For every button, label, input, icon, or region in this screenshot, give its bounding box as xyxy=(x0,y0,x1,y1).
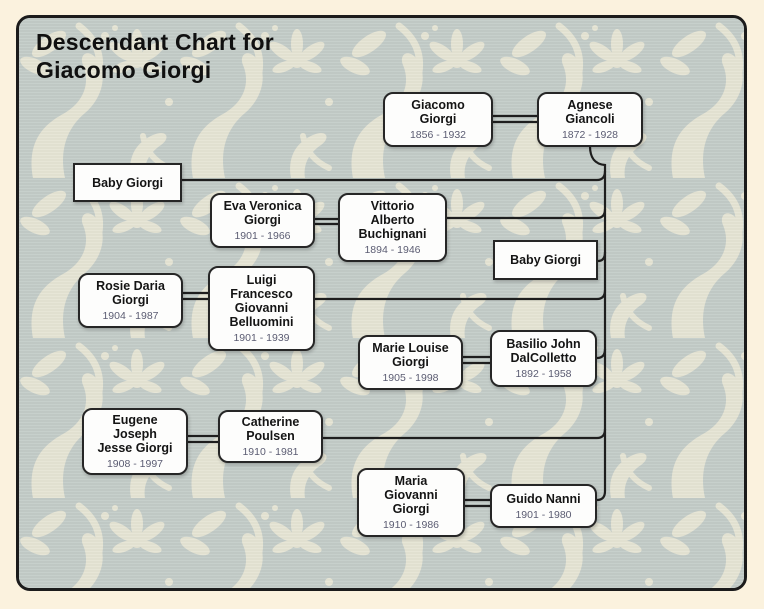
marriage-line-giacomo-agnese xyxy=(489,114,541,124)
person-name: Rosie Daria Giorgi xyxy=(96,279,165,307)
person-dates: 1901 - 1966 xyxy=(234,230,291,242)
person-box-eva-veronica-giorgi[interactable]: Eva Veronica Giorgi 1901 - 1966 xyxy=(210,193,315,248)
person-box-rosie-daria-giorgi[interactable]: Rosie Daria Giorgi 1904 - 1987 xyxy=(78,273,183,328)
person-name: Eugene Joseph Jesse Giorgi xyxy=(97,413,173,455)
person-box-luigi-francesco-giovanni-belluomini[interactable]: Luigi Francesco Giovanni Belluomini 1901… xyxy=(208,266,315,351)
person-dates: 1908 - 1997 xyxy=(106,458,164,470)
child-branch-line-rosie xyxy=(315,289,607,301)
person-box-basilio-john-dalcolletto[interactable]: Basilio John DalColletto 1892 - 1958 xyxy=(490,330,597,387)
person-name: Baby Giorgi xyxy=(510,253,581,267)
person-box-marie-louise-giorgi[interactable]: Marie Louise Giorgi 1905 - 1998 xyxy=(358,335,463,390)
child-branch-line-marie xyxy=(596,348,607,360)
person-box-vittorio-alberto-buchignani[interactable]: Vittorio Alberto Buchignani 1894 - 1946 xyxy=(338,193,447,262)
person-dates: 1910 - 1986 xyxy=(382,519,440,531)
person-box-eugene-joseph-jesse-giorgi[interactable]: Eugene Joseph Jesse Giorgi 1908 - 1997 xyxy=(82,408,188,475)
child-branch-line-maria xyxy=(596,490,607,502)
person-dates: 1910 - 1981 xyxy=(242,446,299,458)
person-name: Basilio John DalColletto xyxy=(506,337,581,365)
person-dates: 1892 - 1958 xyxy=(515,368,572,380)
person-name: Eva Veronica Giorgi xyxy=(223,199,302,227)
parent-drop-trunk-line xyxy=(588,145,607,491)
person-dates: 1901 - 1980 xyxy=(515,508,572,521)
marriage-line-maria-guido xyxy=(463,498,492,508)
person-name: Agnese Giancoli xyxy=(565,98,615,126)
child-branch-line-eugene xyxy=(323,428,607,440)
person-name: Luigi Francesco Giovanni Belluomini xyxy=(229,273,294,329)
child-branch-line-baby1 xyxy=(182,170,607,182)
person-box-guido-nanni[interactable]: Guido Nanni 1901 - 1980 xyxy=(490,484,597,528)
marriage-line-rosie-luigi xyxy=(181,291,212,301)
child-branch-line-eva xyxy=(447,208,607,220)
child-branch-line-baby2 xyxy=(597,251,607,263)
marriage-line-eugene-catherine xyxy=(186,434,220,444)
marriage-line-eva-vittorio xyxy=(313,217,340,226)
person-name: Vittorio Alberto Buchignani xyxy=(358,199,427,241)
person-dates: 1856 - 1932 xyxy=(409,129,467,141)
person-name: Maria Giovanni Giorgi xyxy=(384,474,438,516)
person-box-giacomo-giorgi[interactable]: Giacomo Giorgi 1856 - 1932 xyxy=(383,92,493,147)
person-box-agnese-giancoli[interactable]: Agnese Giancoli 1872 - 1928 xyxy=(537,92,643,147)
person-name: Baby Giorgi xyxy=(92,175,163,190)
person-box-catherine-poulsen[interactable]: Catherine Poulsen 1910 - 1981 xyxy=(218,410,323,463)
marriage-line-marie-basilio xyxy=(461,355,492,365)
person-dates: 1901 - 1939 xyxy=(233,332,290,344)
person-box-baby-giorgi-1[interactable]: Baby Giorgi xyxy=(73,163,182,202)
person-box-baby-giorgi-2[interactable]: Baby Giorgi xyxy=(493,240,598,280)
person-dates: 1904 - 1987 xyxy=(102,310,159,322)
person-dates: 1872 - 1928 xyxy=(561,129,619,141)
person-name: Giacomo Giorgi xyxy=(411,98,465,126)
person-name: Marie Louise Giorgi xyxy=(372,341,449,369)
person-name: Guido Nanni xyxy=(506,491,581,506)
person-box-maria-giovanni-giorgi[interactable]: Maria Giovanni Giorgi 1910 - 1986 xyxy=(357,468,465,537)
person-dates: 1894 - 1946 xyxy=(364,244,421,256)
person-dates: 1905 - 1998 xyxy=(382,372,439,384)
person-name: Catherine Poulsen xyxy=(241,415,300,443)
chart-title: Descendant Chart for Giacomo Giorgi xyxy=(36,29,274,83)
